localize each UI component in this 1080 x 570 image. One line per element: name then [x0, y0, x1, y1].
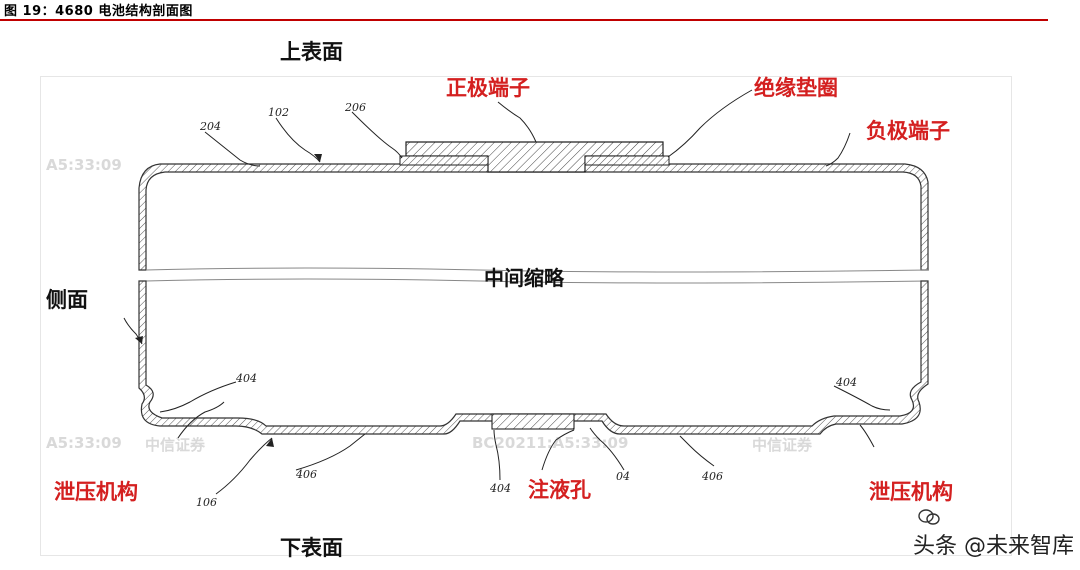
watermark-id: BC20211:A5:33:09	[472, 434, 629, 452]
figure-frame	[40, 76, 1012, 556]
negative-terminal-label: 负极端子	[866, 119, 950, 143]
fill-hole-plug	[491, 413, 575, 430]
watermark-stamp: A5:33:09	[46, 434, 122, 452]
top-surface-label: 上表面	[280, 40, 343, 64]
ref-204: 204	[200, 120, 221, 133]
ref-102: 102	[268, 106, 289, 119]
ref-404-left: 404	[236, 372, 257, 385]
title-rule	[0, 19, 1048, 21]
watermark-brand: 中信证券	[145, 436, 206, 454]
bottom-surface-label: 下表面	[280, 536, 343, 560]
vent-right-label: 泄压机构	[869, 480, 953, 504]
fill-hole-label: 注液孔	[528, 478, 591, 502]
watermark-brand: 中信证券	[752, 436, 813, 454]
footer-watermark: 头条 @未来智库	[913, 534, 1074, 559]
top-lid	[138, 163, 929, 271]
lower-can	[138, 280, 929, 435]
ref-04: 04	[616, 470, 630, 483]
side-label: 侧面	[46, 288, 88, 312]
watermark-logo-icon	[918, 509, 940, 525]
ref-406-right: 406	[702, 470, 723, 483]
insulation-gasket-label: 绝缘垫圈	[754, 76, 838, 100]
insulation-gasket-right	[584, 155, 670, 166]
middle-omitted-label: 中间缩略	[484, 266, 564, 290]
figure-title: 图 19：4680 电池结构剖面图	[4, 4, 193, 19]
ref-404-bottom: 404	[490, 482, 511, 495]
arrowheads	[135, 154, 322, 447]
ref-106: 106	[196, 496, 217, 509]
vent-left-label: 泄压机构	[54, 480, 138, 504]
positive-terminal-label: 正极端子	[446, 76, 530, 100]
break-line	[145, 267, 929, 284]
insulation-gasket-left	[399, 155, 489, 166]
watermark-stamp: A5:33:09	[46, 156, 122, 174]
ref-206: 206	[345, 101, 366, 114]
ref-406-left: 406	[296, 468, 317, 481]
leader-lines	[123, 89, 891, 495]
ref-404-right: 404	[836, 376, 857, 389]
